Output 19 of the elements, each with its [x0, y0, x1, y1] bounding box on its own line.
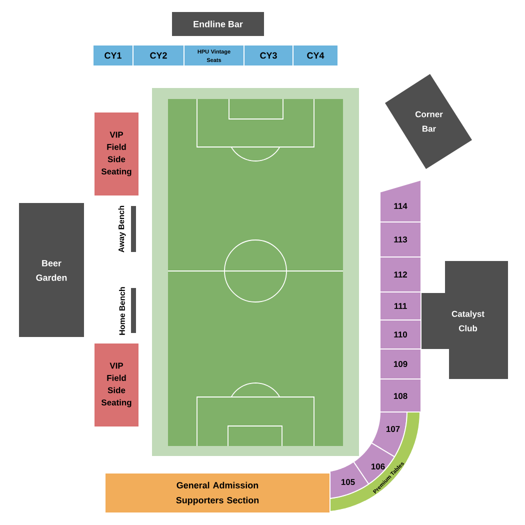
- venue-area: Catalyst Club: [421, 261, 508, 379]
- seating-section: CY2: [132, 44, 184, 66]
- seating-section: VIP Field Side Seating: [94, 112, 140, 196]
- seating-section: 111: [380, 292, 422, 320]
- venue-area: Endline Bar: [172, 12, 264, 36]
- seating-section: CY4: [292, 44, 338, 66]
- seating-section: 109: [380, 348, 422, 380]
- seating-section: CY3: [244, 44, 294, 66]
- seating-section: General Admission Supporters Section: [104, 472, 330, 514]
- seating-section: 110: [380, 320, 422, 350]
- seating-section: 112: [380, 256, 422, 292]
- seating-section: 113: [380, 222, 422, 258]
- seating-section: VIP Field Side Seating: [94, 342, 140, 428]
- venue-area: Corner Bar: [385, 74, 472, 169]
- seating-section: 114: [380, 179, 422, 222]
- seating-section: 105: [330, 461, 370, 499]
- venue-area: Beer Garden: [19, 203, 84, 337]
- seating-section: CY1: [92, 44, 134, 66]
- seating-section: 108: [380, 378, 422, 412]
